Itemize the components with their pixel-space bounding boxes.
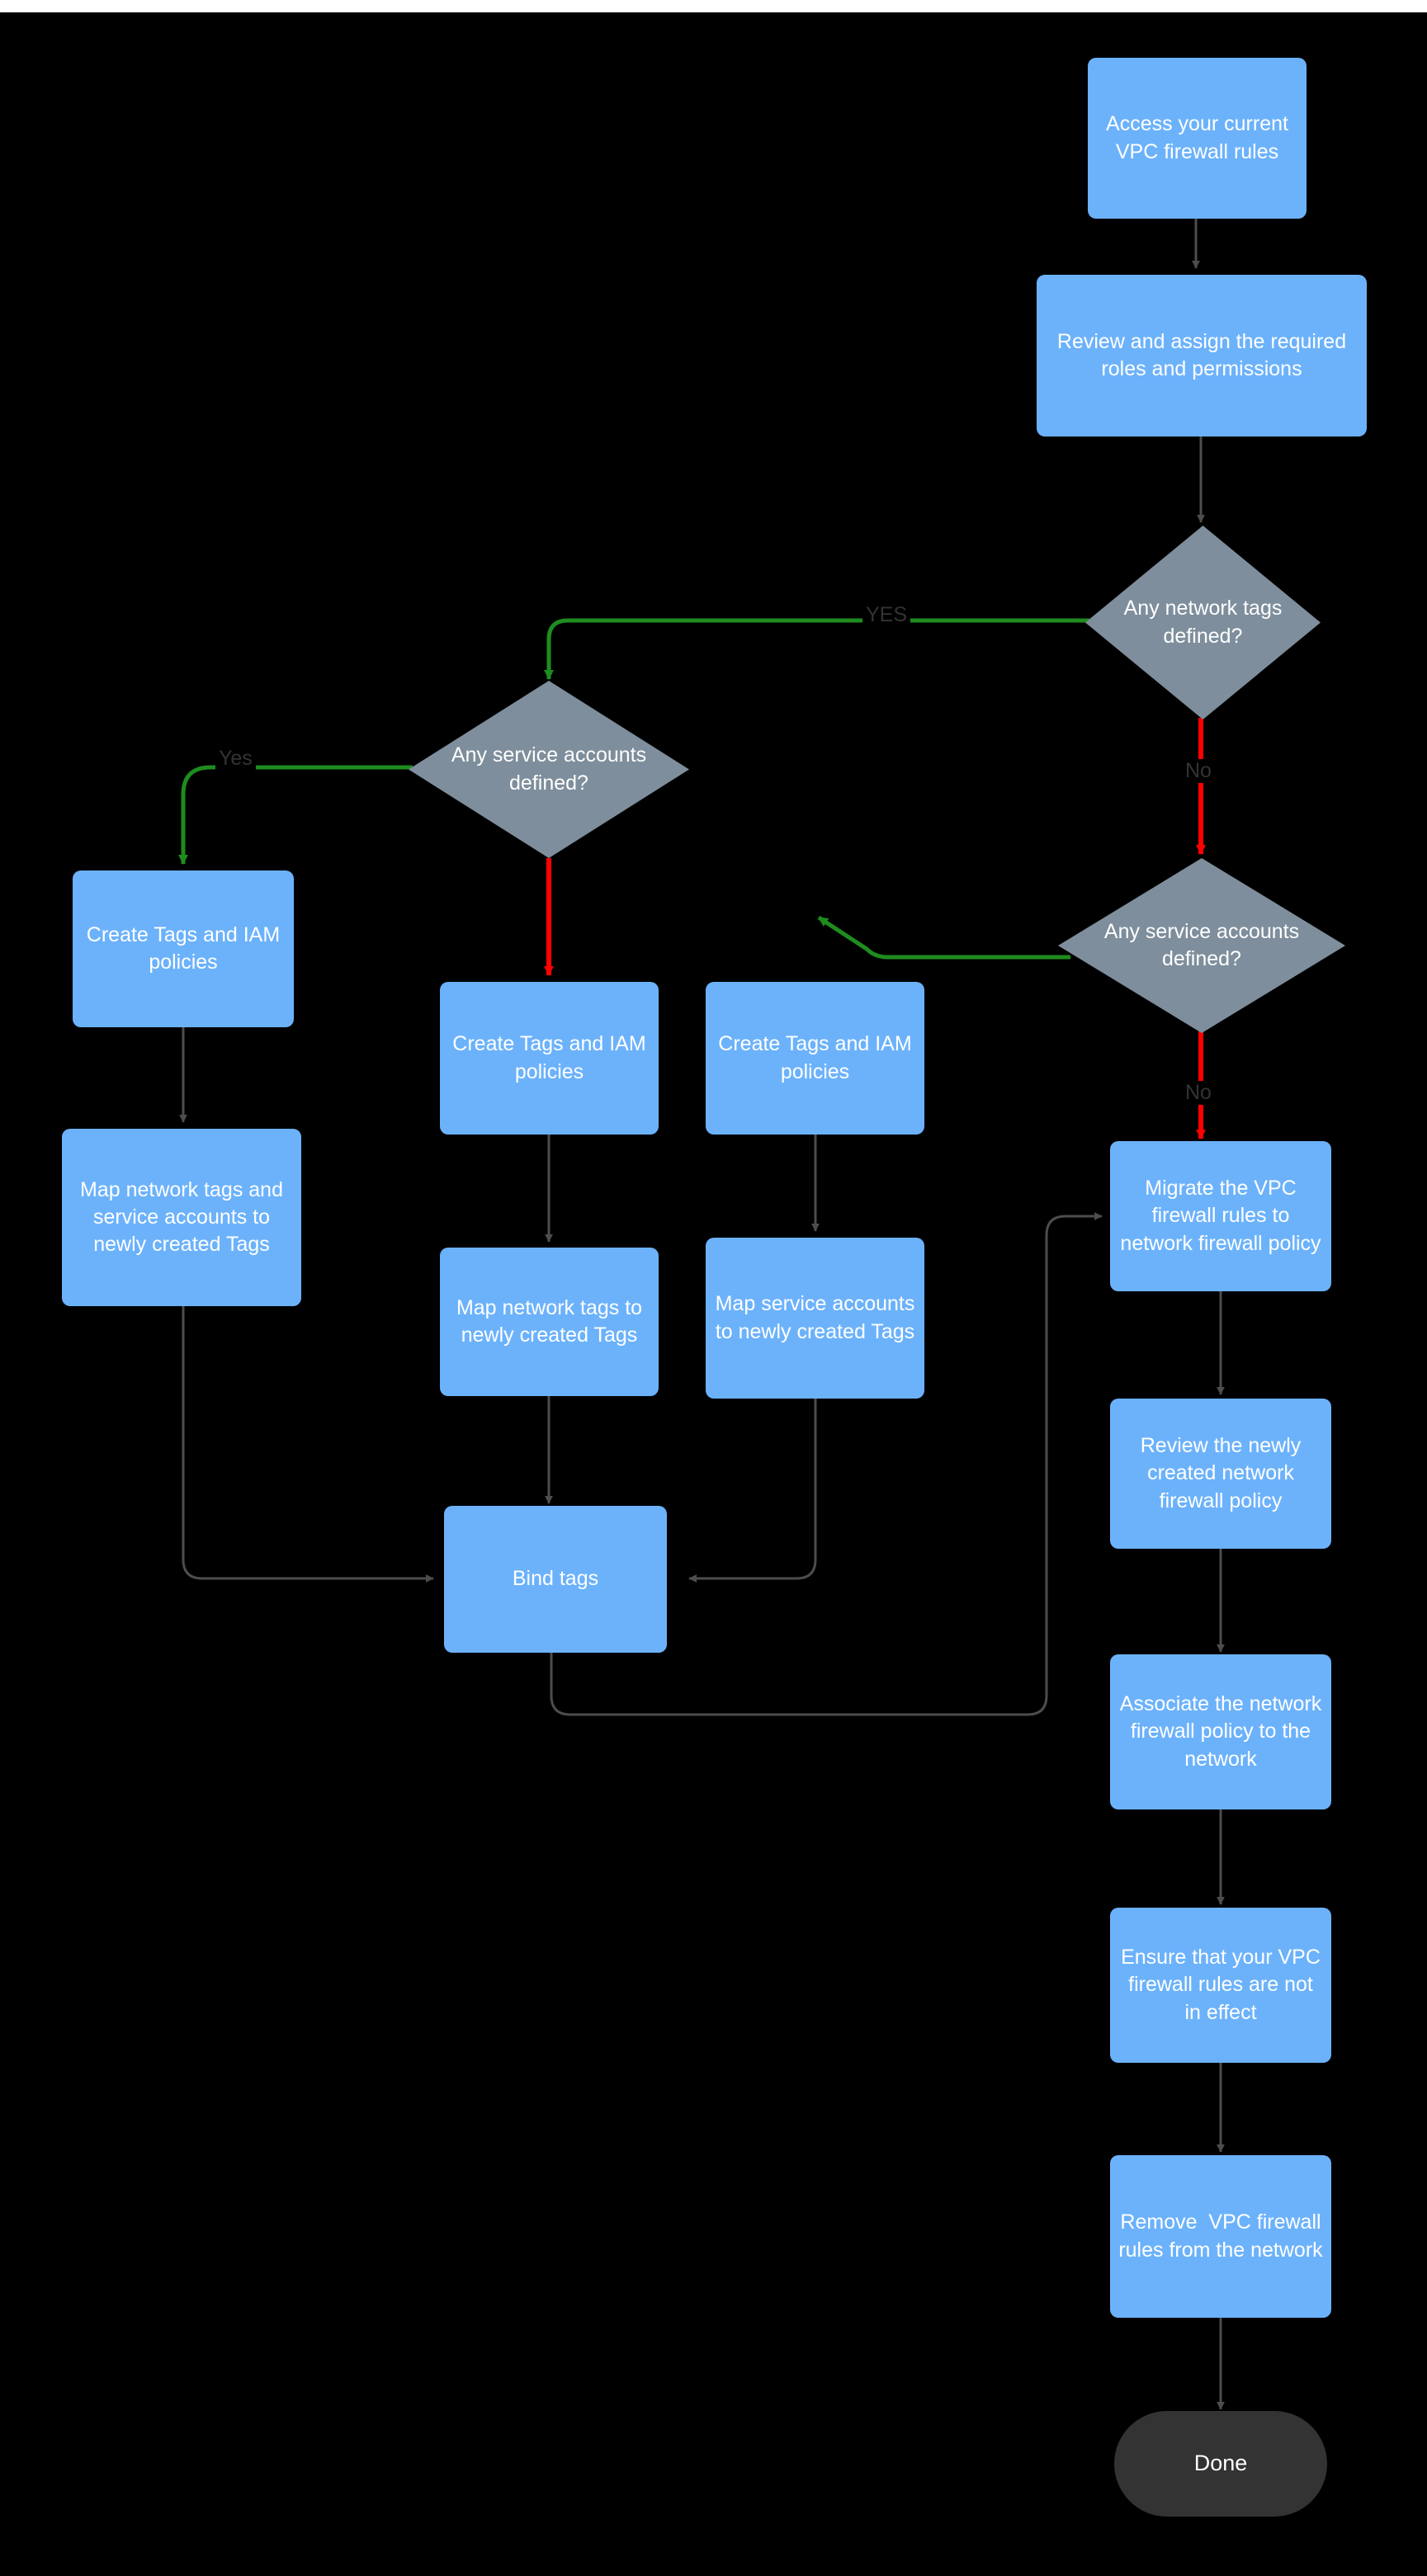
node-label: Any service accounts defined? [451,743,653,795]
node-migrate-rules[interactable]: Migrate the VPC firewall rules to networ… [1110,1141,1331,1291]
node-create-tags-iam-left[interactable]: Create Tags and IAM policies [73,870,294,1027]
node-label: Review the newly created network firewal… [1140,1434,1307,1512]
node-access-vpc-rules[interactable]: Access your current VPC firewall rules [1088,58,1307,219]
edge-label-yes-service-accounts-left: Yes [215,747,256,771]
node-any-service-accounts-left[interactable]: Any service accounts defined? [409,681,689,858]
node-label: Create Tags and IAM policies [452,1032,652,1083]
edge-label-text: No [1185,1081,1212,1104]
node-label: Create Tags and IAM policies [718,1032,918,1083]
node-label: Map network tags and service accounts to… [80,1177,289,1257]
edge-service-accounts-right-yes [817,915,1070,960]
node-label: Create Tags and IAM policies [86,922,286,974]
edge-label-text: YES [866,603,908,626]
node-label: Migrate the VPC firewall rules to networ… [1120,1177,1321,1255]
node-label: Remove VPC firewall rules from the netwo… [1118,2210,1327,2262]
node-label: Any network tags defined? [1123,597,1288,648]
edge-label-text: No [1185,759,1212,782]
edge-service-accounts-left-yes [178,765,413,865]
edge-label-no-service-accounts-right: No [1182,1081,1215,1105]
node-map-service-accounts[interactable]: Map service accounts to newly created Ta… [706,1238,924,1399]
edge-label-no-network-tags: No [1182,759,1215,783]
edge-network-tags-yes [544,618,1089,680]
node-map-tags-and-sa[interactable]: Map network tags and service accounts to… [62,1129,301,1306]
node-map-network-tags[interactable]: Map network tags to newly created Tags [440,1248,659,1396]
node-label: Bind tags [512,1567,599,1591]
node-remove-vpc-rules[interactable]: Remove VPC firewall rules from the netwo… [1110,2155,1331,2318]
node-bind-tags[interactable]: Bind tags [444,1506,667,1653]
node-label: Map network tags to newly created Tags [456,1295,649,1347]
node-any-network-tags[interactable]: Any network tags defined? [1085,526,1321,719]
node-label: Ensure that your VPC firewall rules are … [1121,1946,1326,2024]
edge-label-text: Yes [219,747,253,770]
node-done[interactable]: Done [1114,2411,1327,2517]
node-review-policy[interactable]: Review the newly created network firewal… [1110,1399,1331,1549]
node-label: Done [1193,2451,1248,2476]
node-label: Review and assign the required roles and… [1056,329,1353,380]
edge-label-yes-network-tags: YES [862,603,911,627]
node-label: Any service accounts defined? [1103,919,1306,970]
node-associate-policy[interactable]: Associate the network firewall policy to… [1110,1654,1331,1809]
node-any-service-accounts-right[interactable]: Any service accounts defined? [1058,858,1345,1033]
node-label: Access your current VPC firewall rules [1106,112,1294,163]
top-margin-strip [0,0,1427,12]
node-label: Map service accounts to newly created Ta… [715,1292,927,1343]
edge-map-sa-to-bind [688,1394,817,1583]
node-create-tags-iam-mid[interactable]: Create Tags and IAM policies [440,982,659,1135]
edge-map-tags-sa-to-bind [182,1305,434,1583]
node-label: Associate the network firewall policy to… [1119,1692,1328,1771]
node-ensure-not-in-effect[interactable]: Ensure that your VPC firewall rules are … [1110,1908,1331,2063]
node-review-roles[interactable]: Review and assign the required roles and… [1037,275,1367,436]
node-create-tags-iam-right[interactable]: Create Tags and IAM policies [706,982,924,1135]
